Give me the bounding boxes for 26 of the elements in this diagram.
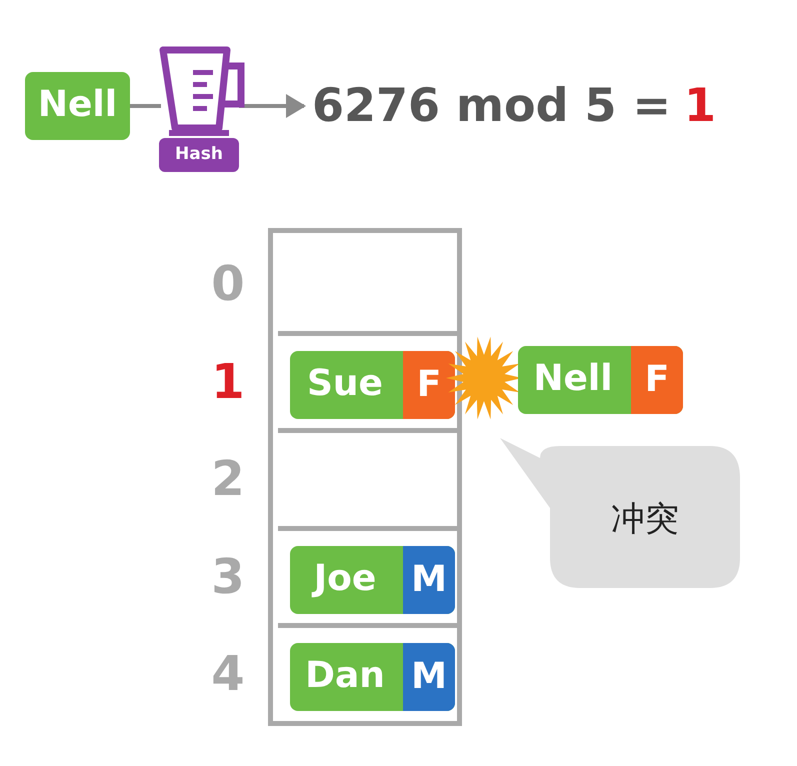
key-label: Nell <box>36 84 118 125</box>
name-label: Sue <box>306 362 384 404</box>
gender-label: F <box>631 346 683 414</box>
slot-index: 3 <box>210 548 246 605</box>
key-tag <box>25 72 130 140</box>
gender-label: M <box>403 642 455 711</box>
name-label: Dan <box>304 654 386 696</box>
slot-index: 1 <box>210 354 246 410</box>
record-tag <box>290 350 455 419</box>
record-tag <box>290 642 455 711</box>
record-tag <box>518 346 683 414</box>
slot-index: 0 <box>210 256 246 312</box>
connector-line <box>130 104 161 108</box>
slot-index: 4 <box>210 646 246 702</box>
speech-bubble <box>500 438 740 588</box>
gender-label: M <box>403 546 455 614</box>
hash-formula: 6276 mod 5 = <box>312 78 672 132</box>
record-tag <box>290 546 455 614</box>
name-label: Joe <box>310 558 378 599</box>
hash-label: Hash <box>174 144 224 164</box>
name-label: Nell <box>532 358 614 399</box>
arrow <box>239 94 306 118</box>
hash-result: 1 <box>684 78 716 132</box>
collision-label: 冲突 <box>610 498 680 541</box>
slot-index: 2 <box>210 451 246 508</box>
gender-label: F <box>403 350 455 419</box>
